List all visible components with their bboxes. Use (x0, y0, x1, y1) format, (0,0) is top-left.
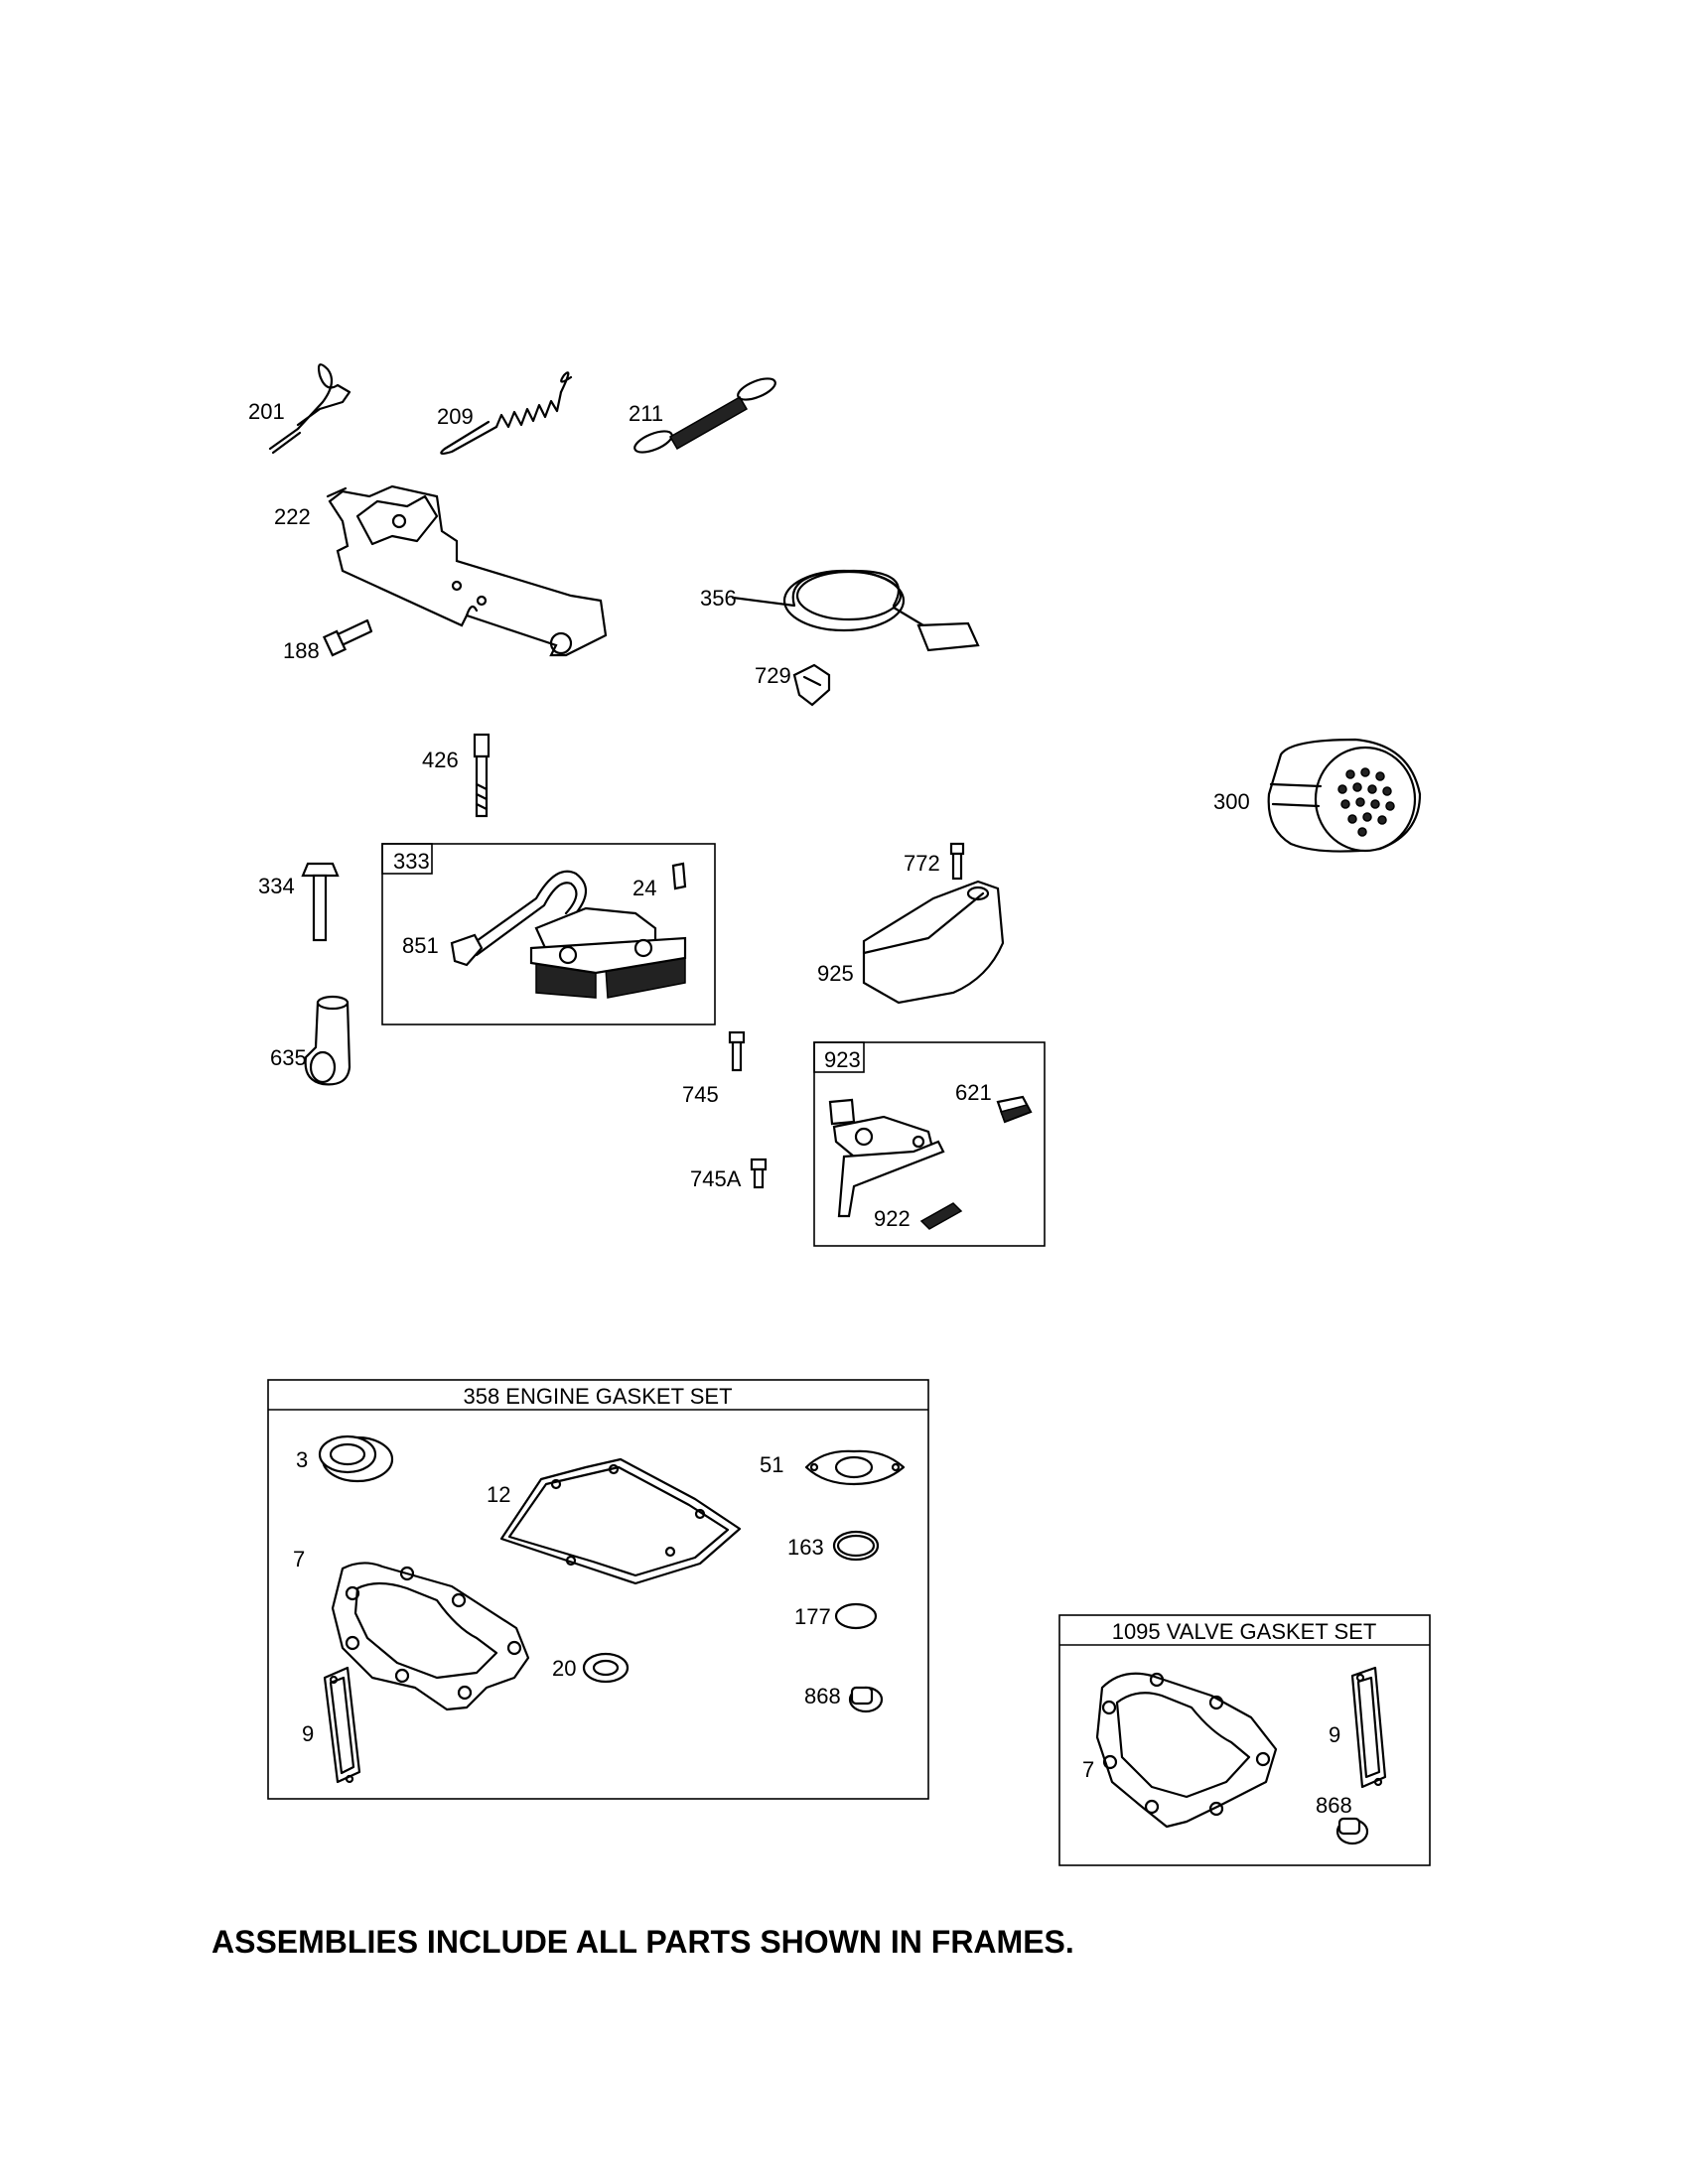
part-426-stud (473, 733, 491, 818)
part-9-valve-gasket (1350, 1666, 1387, 1789)
label-3: 3 (296, 1447, 308, 1472)
part-209-spring (440, 371, 573, 456)
part-334-bolt (301, 862, 340, 942)
part-333-armature (465, 870, 687, 999)
label-426: 426 (422, 748, 459, 772)
part-222-bracket (326, 484, 608, 657)
label-211: 211 (629, 401, 663, 426)
part-922-spring (919, 1202, 963, 1230)
label-51: 51 (760, 1452, 783, 1477)
part-163-ring (832, 1530, 880, 1562)
part-51-gasket (804, 1449, 906, 1486)
part-729-clip (792, 663, 831, 707)
label-868: 868 (804, 1684, 841, 1708)
label-v7: 7 (1082, 1757, 1094, 1782)
label-922: 922 (874, 1206, 911, 1231)
part-24-key (671, 862, 687, 890)
frame-923 (813, 1041, 1046, 1247)
label-v9: 9 (1329, 1722, 1340, 1747)
label-20: 20 (552, 1656, 576, 1681)
part-925-cover (862, 880, 1005, 1005)
part-772-screw (949, 842, 965, 881)
label-24: 24 (632, 876, 656, 900)
part-211-spring (633, 377, 776, 454)
part-356-wire (731, 569, 980, 652)
label-12: 12 (487, 1482, 510, 1507)
part-12-gasket (499, 1457, 742, 1585)
label-300: 300 (1213, 789, 1250, 814)
label-356: 356 (700, 586, 737, 611)
part-868-plug (848, 1686, 884, 1713)
part-851-terminal (450, 933, 484, 967)
part-9-gasket (323, 1666, 361, 1784)
label-222: 222 (274, 504, 311, 529)
label-772: 772 (904, 851, 940, 876)
label-851: 851 (402, 933, 439, 958)
label-621: 621 (955, 1080, 992, 1105)
label-7: 7 (293, 1547, 305, 1571)
label-9: 9 (302, 1721, 314, 1746)
part-177-ring (834, 1602, 878, 1630)
part-745-screw (728, 1030, 746, 1072)
part-7-head-gasket (331, 1562, 530, 1711)
label-729: 729 (755, 663, 791, 688)
part-923-control (828, 1098, 945, 1218)
label-334: 334 (258, 874, 295, 898)
label-745: 745 (682, 1082, 719, 1107)
part-188-bolt (322, 618, 373, 657)
part-3-seal (318, 1434, 394, 1483)
label-v868: 868 (1316, 1793, 1352, 1818)
label-923: 923 (824, 1047, 861, 1072)
label-188: 188 (283, 638, 320, 663)
label-635: 635 (270, 1045, 307, 1070)
part-745a-screw (750, 1158, 768, 1189)
part-20-seal (582, 1652, 630, 1684)
label-745a: 745A (690, 1166, 742, 1191)
label-333: 333 (393, 849, 430, 874)
part-635-elbow (304, 995, 351, 1086)
frame-333 (381, 843, 716, 1025)
frame-valve-gasket-set (1058, 1614, 1431, 1866)
label-177: 177 (794, 1604, 831, 1629)
valve-gasket-set-title: 1095 VALVE GASKET SET (1112, 1619, 1377, 1644)
frame-engine-gasket-set (267, 1379, 929, 1800)
label-209: 209 (437, 404, 474, 429)
engine-gasket-set-title: 358 ENGINE GASKET SET (463, 1384, 732, 1409)
footer-note: ASSEMBLIES INCLUDE ALL PARTS SHOWN IN FR… (211, 1924, 1074, 1960)
part-7-valve-head-gasket (1095, 1672, 1278, 1829)
label-163: 163 (787, 1535, 824, 1560)
part-300-muffler (1267, 738, 1422, 853)
part-201-spring (268, 363, 351, 455)
part-868-valve-plug (1335, 1817, 1369, 1845)
muffler-holes (1337, 767, 1395, 837)
label-201: 201 (248, 399, 285, 424)
label-925: 925 (817, 961, 854, 986)
part-621-clip (996, 1095, 1033, 1124)
